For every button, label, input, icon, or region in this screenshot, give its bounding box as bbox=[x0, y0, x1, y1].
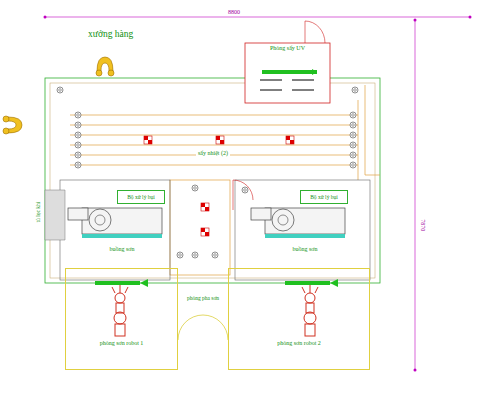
node-label: Phòng sấy UV bbox=[269, 45, 306, 52]
dust-unit: Bộ xử lý bụi bbox=[117, 190, 165, 204]
robot-room: phòng sơn robot 2 bbox=[228, 268, 370, 370]
paint-booth: buồng sơn bbox=[82, 239, 162, 259]
dust-unit: Bộ xử lý bụi bbox=[300, 190, 348, 204]
uv-room: Phòng sấy UV bbox=[245, 43, 330, 103]
part-label: tủ lọc khí bbox=[35, 202, 41, 223]
dimension: 8800 bbox=[228, 9, 240, 16]
node-label: phòng sơn robot 2 bbox=[276, 340, 322, 347]
node-label: Bộ xử lý bụi bbox=[126, 194, 156, 200]
node-label: buồng sơn bbox=[108, 246, 135, 253]
robot-room: phòng sơn robot 1 bbox=[65, 268, 178, 370]
paint-booth: buồng sơn bbox=[265, 239, 345, 259]
area-label: xưởng hàng bbox=[88, 29, 133, 39]
node-label: Bộ xử lý bụi bbox=[309, 194, 339, 200]
node-label: phòng sơn robot 1 bbox=[99, 340, 145, 347]
zone-label: sấy nhiệt (2) bbox=[196, 150, 230, 157]
node-label: buồng sơn bbox=[291, 246, 318, 253]
node-label: phòng pha sơn bbox=[186, 295, 220, 301]
dimension: 7870 bbox=[420, 219, 427, 231]
mixing-room: phòng pha sơn bbox=[178, 288, 228, 308]
